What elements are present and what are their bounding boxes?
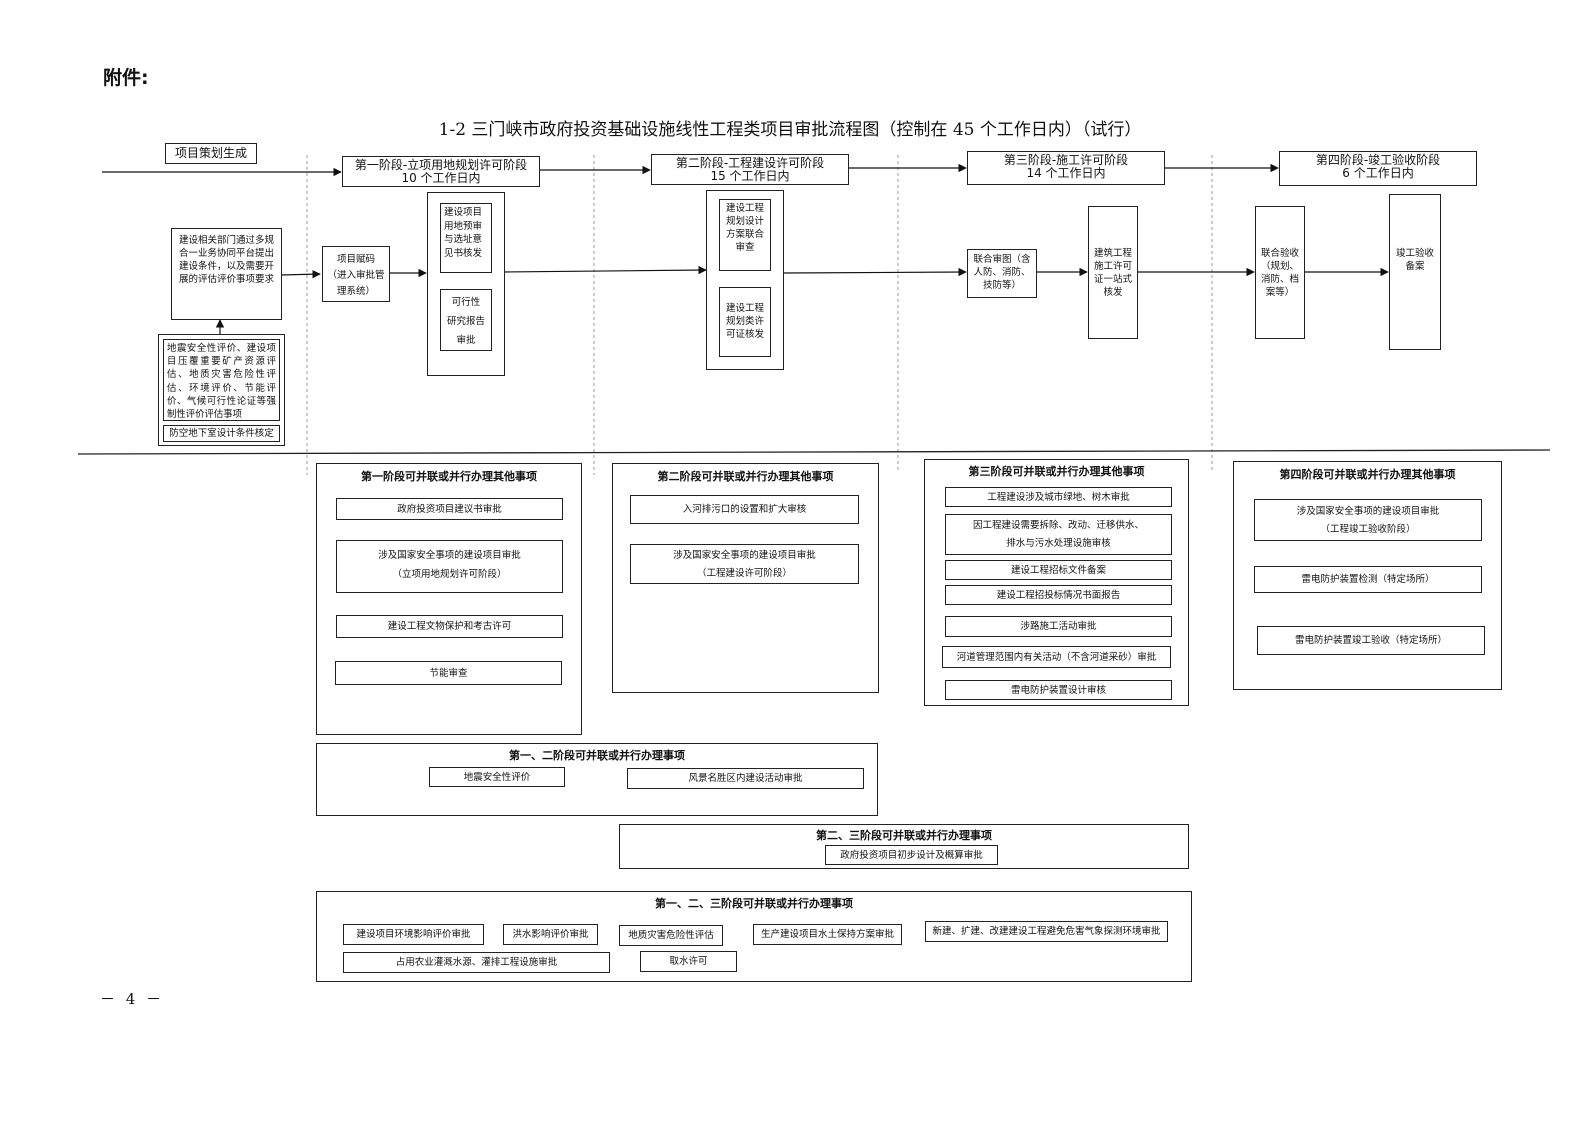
parallel-item: 因工程建设需要拆除、改动、迁移供水、 排水与污水处理设施审核 bbox=[945, 514, 1172, 555]
stage-1-main-group: 建设项目用地预审与选址意见书核发 可行性 研究报告 审批 bbox=[427, 192, 505, 376]
stage-23-parallel-panel: 第二、三阶段可并联或并行办理事项 政府投资项目初步设计及概算审批 bbox=[619, 824, 1189, 869]
parallel-item: 建设项目环境影响评价审批 bbox=[343, 924, 484, 945]
parallel-item: 建设工程招标文件备案 bbox=[945, 560, 1172, 580]
stage-4-header: 第四阶段-竣工验收阶段 6 个工作日内 bbox=[1279, 151, 1477, 186]
parallel-item: 洪水影响评价审批 bbox=[503, 924, 598, 945]
civil-air-defense-box: 防空地下室设计条件核定 bbox=[163, 425, 280, 442]
parallel-item: 雷电防护装置竣工验收（特定场所） bbox=[1257, 626, 1485, 655]
page-title: 1-2 三门峡市政府投资基础设施线性工程类项目审批流程图（控制在 45 个工作日… bbox=[438, 120, 1142, 140]
parallel-item: 雷电防护装置设计审核 bbox=[945, 680, 1172, 700]
parallel-item: 占用农业灌溉水源、灌排工程设施审批 bbox=[343, 952, 610, 973]
stage-4-parallel-panel: 第四阶段可并联或并行办理其他事项 涉及国家安全事项的建设项目审批 （工程竣工验收… bbox=[1233, 461, 1502, 690]
parallel-item: 政府投资项目初步设计及概算审批 bbox=[825, 845, 998, 865]
project-planning-box: 项目策划生成 bbox=[165, 143, 257, 164]
parallel-item: 入河排污口的设置和扩大审核 bbox=[630, 495, 859, 524]
joint-acceptance-box: 联合验收（规划、消防、档案等） bbox=[1255, 206, 1305, 339]
joint-drawing-review-box: 联合审图（含人防、消防、技防等） bbox=[967, 249, 1037, 298]
assign-code-box: 项目赋码 （进入审批管 理系统） bbox=[322, 246, 390, 302]
parallel-item: 河道管理范围内有关活动（不含河道采砂）审批 bbox=[942, 646, 1171, 668]
parallel-item: 涉及国家安全事项的建设项目审批 （工程竣工验收阶段） bbox=[1254, 499, 1482, 541]
stage-1-parallel-panel: 第一阶段可并联或并行办理其他事项 政府投资项目建议书审批 涉及国家安全事项的建设… bbox=[316, 463, 582, 735]
stage-2-main-group: 建设工程规划设计方案联合审查 建设工程规划类许可证核发 bbox=[706, 190, 784, 370]
parallel-item: 地震安全性评价 bbox=[429, 767, 565, 787]
parallel-item: 建设工程文物保护和考古许可 bbox=[336, 615, 563, 638]
construction-conditions-box: 建设相关部门通过多规合一业务协同平台提出建设条件，以及需要开展的评估评价事项要求 bbox=[171, 228, 282, 320]
attachment-label: 附件: bbox=[103, 67, 149, 89]
stage-2-parallel-panel: 第二阶段可并联或并行办理其他事项 入河排污口的设置和扩大审核 涉及国家安全事项的… bbox=[612, 463, 879, 693]
parallel-item: 涉及国家安全事项的建设项目审批 （工程建设许可阶段） bbox=[630, 544, 859, 584]
stage-123-parallel-panel: 第一、二、三阶段可并联或并行办理事项 建设项目环境影响评价审批 洪水影响评价审批… bbox=[316, 891, 1192, 982]
land-preapproval-box: 建设项目用地预审与选址意见书核发 bbox=[440, 203, 492, 273]
stage-3-header: 第三阶段-施工许可阶段 14 个工作日内 bbox=[967, 151, 1165, 185]
mandatory-assessments-group: 地震安全性评价、建设项目压覆重要矿产资源评估、地质灾害危险性评估、环境评价、节能… bbox=[158, 334, 285, 446]
stage-1-header: 第一阶段-立项用地规划许可阶段 10 个工作日内 bbox=[342, 156, 540, 187]
stage-3-parallel-panel: 第三阶段可并联或并行办理其他事项 工程建设涉及城市绿地、树木审批 因工程建设需要… bbox=[924, 459, 1189, 706]
completion-filing-box: 竣工验收备案 bbox=[1389, 194, 1441, 350]
stage-12-parallel-panel: 第一、二阶段可并联或并行办理事项 地震安全性评价 风景名胜区内建设活动审批 bbox=[316, 743, 878, 816]
planning-scheme-review-box: 建设工程规划设计方案联合审查 bbox=[719, 199, 771, 271]
parallel-item: 地质灾害危险性评估 bbox=[619, 925, 723, 946]
parallel-item: 新建、扩建、改建建设工程避免危害气象探测环境审批 bbox=[925, 921, 1168, 942]
parallel-item: 雷电防护装置检测（特定场所） bbox=[1254, 566, 1482, 593]
mandatory-assessments-box: 地震安全性评价、建设项目压覆重要矿产资源评估、地质灾害危险性评估、环境评价、节能… bbox=[163, 339, 280, 421]
parallel-item: 涉路施工活动审批 bbox=[945, 616, 1172, 637]
planning-permit-box: 建设工程规划类许可证核发 bbox=[719, 287, 771, 357]
parallel-item: 取水许可 bbox=[640, 951, 737, 972]
parallel-item: 涉及国家安全事项的建设项目审批 （立项用地规划许可阶段） bbox=[336, 540, 563, 593]
construction-permit-box: 建筑工程施工许可证一站式核发 bbox=[1088, 206, 1138, 339]
page-number: － 4 － bbox=[100, 990, 165, 1008]
feasibility-report-box: 可行性 研究报告 审批 bbox=[440, 289, 492, 351]
parallel-item: 工程建设涉及城市绿地、树木审批 bbox=[945, 487, 1172, 507]
parallel-item: 风景名胜区内建设活动审批 bbox=[627, 768, 864, 789]
parallel-item: 建设工程招投标情况书面报告 bbox=[945, 585, 1172, 605]
stage-2-header: 第二阶段-工程建设许可阶段 15 个工作日内 bbox=[651, 154, 849, 185]
parallel-item: 政府投资项目建议书审批 bbox=[336, 498, 563, 520]
parallel-item: 生产建设项目水土保持方案审批 bbox=[753, 924, 902, 945]
parallel-item: 节能审查 bbox=[335, 661, 562, 685]
